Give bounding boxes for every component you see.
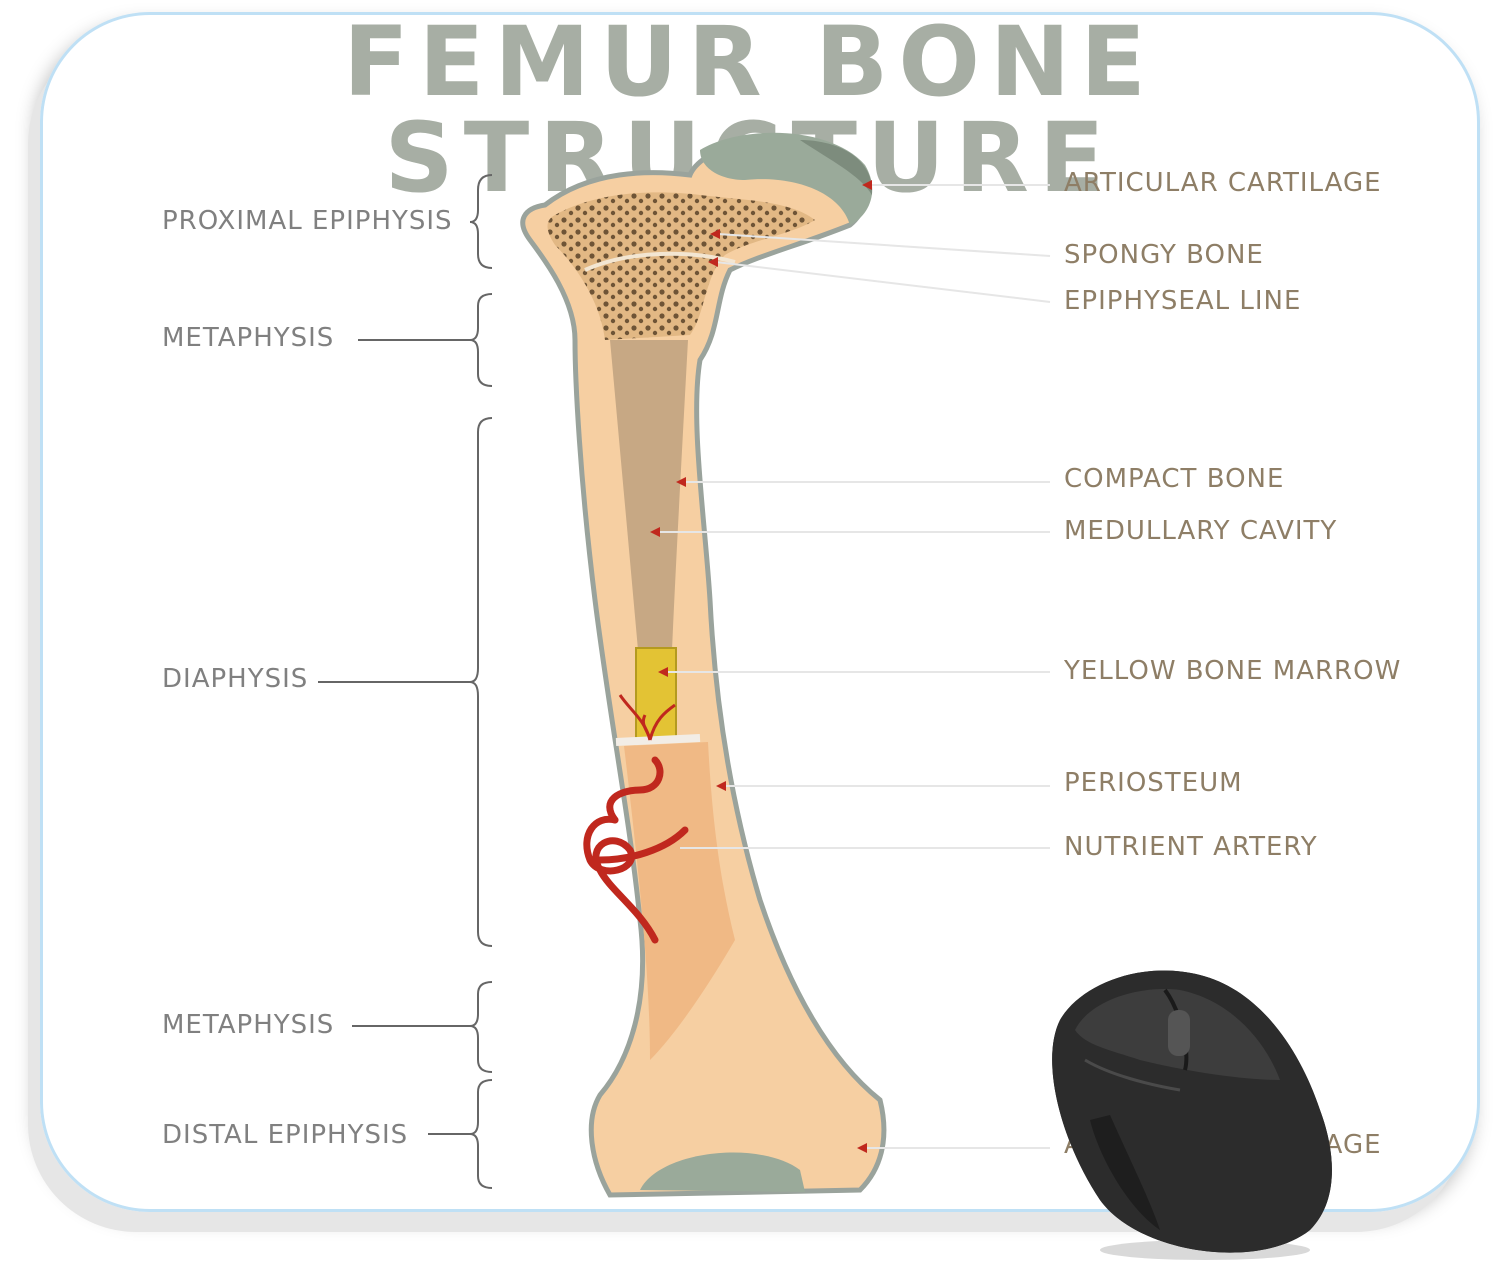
medullary-cavity-shape bbox=[610, 340, 688, 650]
label-diaphysis: DIAPHYSIS bbox=[162, 664, 309, 694]
label-epiphyseal-line: EPIPHYSEAL LINE bbox=[1064, 286, 1302, 316]
label-compact-bone: COMPACT BONE bbox=[1064, 464, 1285, 494]
region-brackets bbox=[318, 174, 493, 1189]
label-medullary-cavity: MEDULLARY CAVITY bbox=[1064, 516, 1338, 546]
label-nutrient-artery: NUTRIENT ARTERY bbox=[1064, 832, 1318, 862]
label-distal-epiphysis: DISTAL EPIPHYSIS bbox=[162, 1120, 409, 1150]
label-periosteum: PERIOSTEUM bbox=[1064, 768, 1243, 798]
label-proximal-epiphysis: PROXIMAL EPIPHYSIS bbox=[162, 206, 453, 236]
articular-cartilage-bottom-shape bbox=[640, 1152, 805, 1192]
cut-section-line bbox=[615, 734, 701, 746]
epiphyseal-line-shape bbox=[584, 251, 736, 272]
label-metaphysis-bottom: METAPHYSIS bbox=[162, 1010, 335, 1040]
label-yellow-bone-marrow: YELLOW BONE MARROW bbox=[1064, 656, 1402, 686]
label-spongy-bone: SPONGY BONE bbox=[1064, 240, 1264, 270]
artery-branches bbox=[618, 694, 676, 741]
nutrient-artery-shape bbox=[583, 756, 689, 944]
part-pointer-lines bbox=[658, 184, 1051, 1149]
pointer-arrowheads bbox=[650, 180, 872, 1153]
label-metaphysis-top: METAPHYSIS bbox=[162, 323, 335, 353]
diagram-title: FEMUR BONE STRUCTURE bbox=[343, 6, 1156, 206]
label-articular-cartilage: ARTICULAR CARTILAGE bbox=[1064, 168, 1382, 198]
lower-medullary-shading bbox=[624, 742, 735, 1060]
spongy-bone-shape bbox=[547, 192, 815, 340]
bracket-proximal-epiphysis bbox=[469, 174, 493, 269]
articular-cartilage-top-dark bbox=[800, 140, 873, 195]
